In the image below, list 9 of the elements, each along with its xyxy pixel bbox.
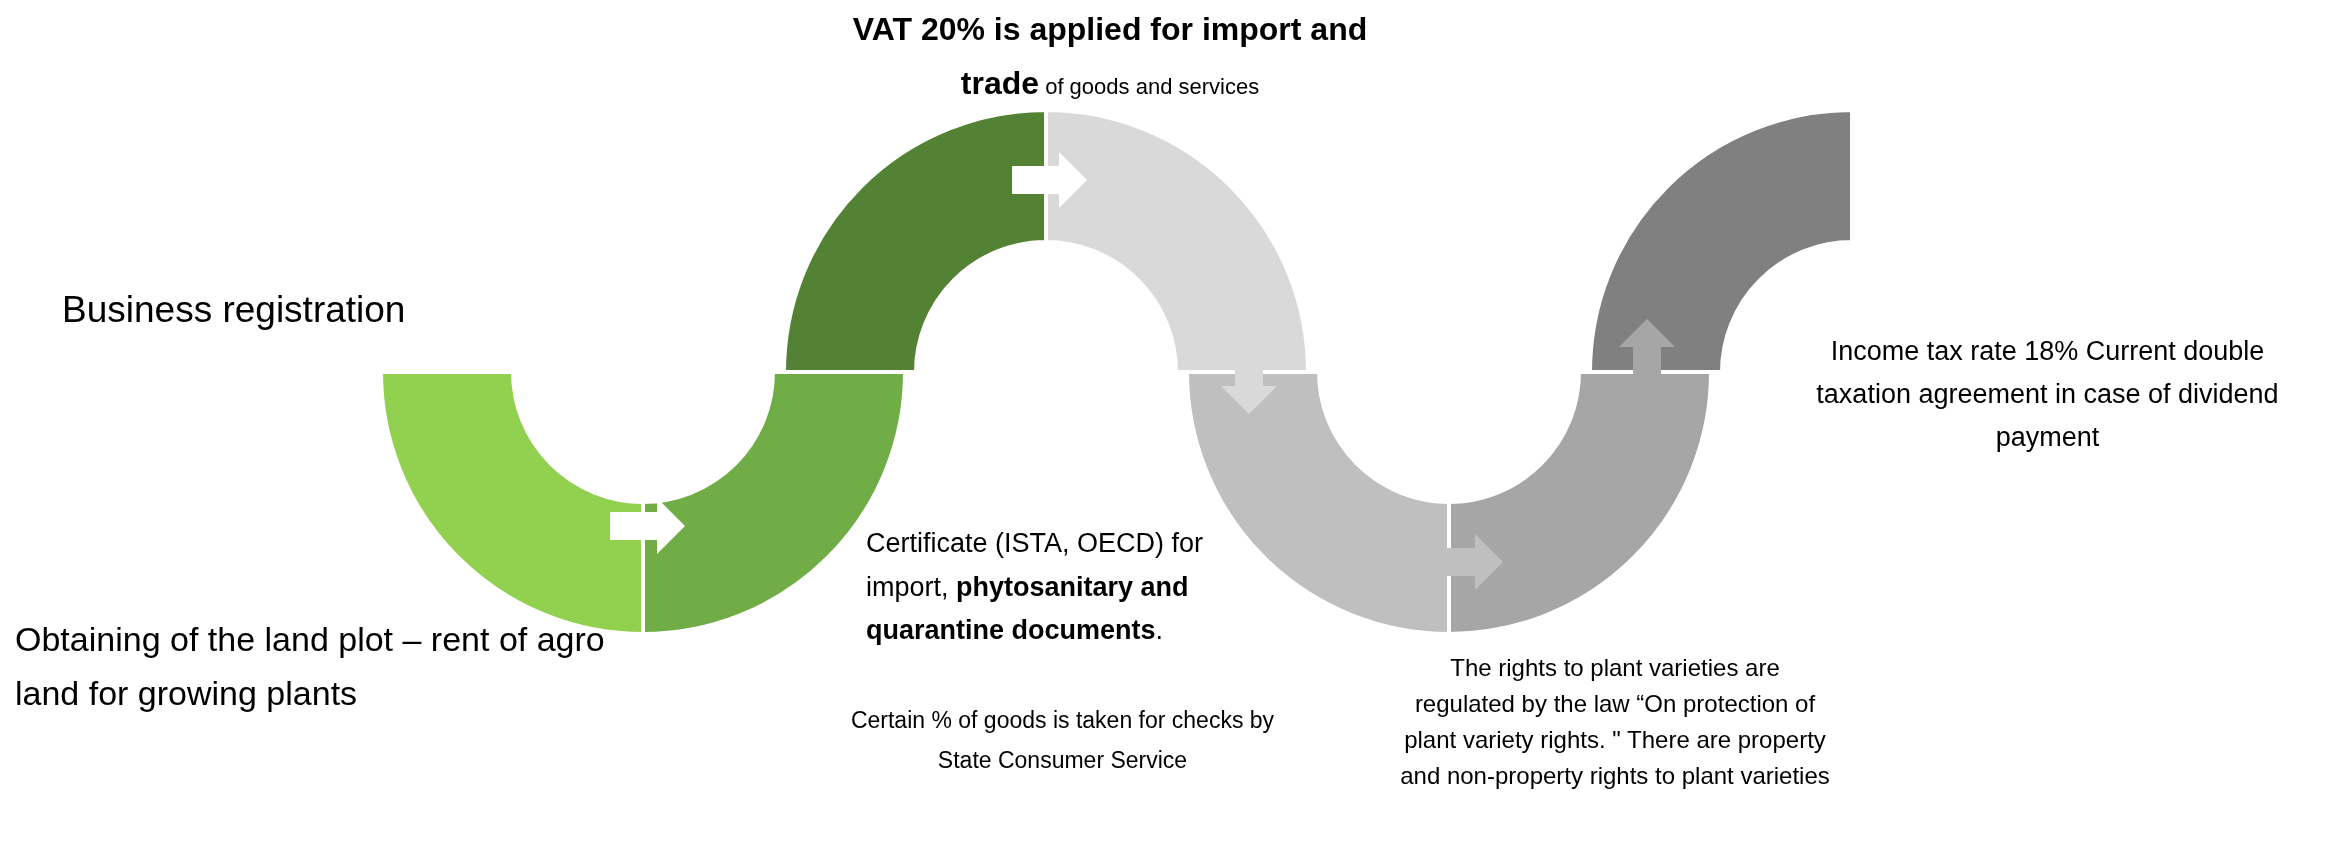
step-heading: VAT 20% is applied for import and trade of goods and services — [851, 10, 1369, 104]
step-note: Certain % of goods is taken for checks by State Consumer Service — [850, 706, 1275, 776]
step-heading: Business registration — [62, 288, 407, 332]
block-arrow — [1012, 152, 1087, 208]
step-description: Certificate (ISTA, OECD) for import, phytosanitary and quarantine documents. — [866, 527, 1205, 648]
block-arrow — [1619, 319, 1675, 375]
step-heading: Obtaining of the land plot – rent of agro land for growing plants — [15, 619, 606, 715]
step-description: The rights to plant varieties are regulated by the law “On protection of plant variety rights. " There are property and non-property rights to plant varieties — [1400, 653, 1830, 791]
step-description: Income tax rate 18% Current double taxation agreement in case of dividend payment — [1815, 335, 2280, 455]
